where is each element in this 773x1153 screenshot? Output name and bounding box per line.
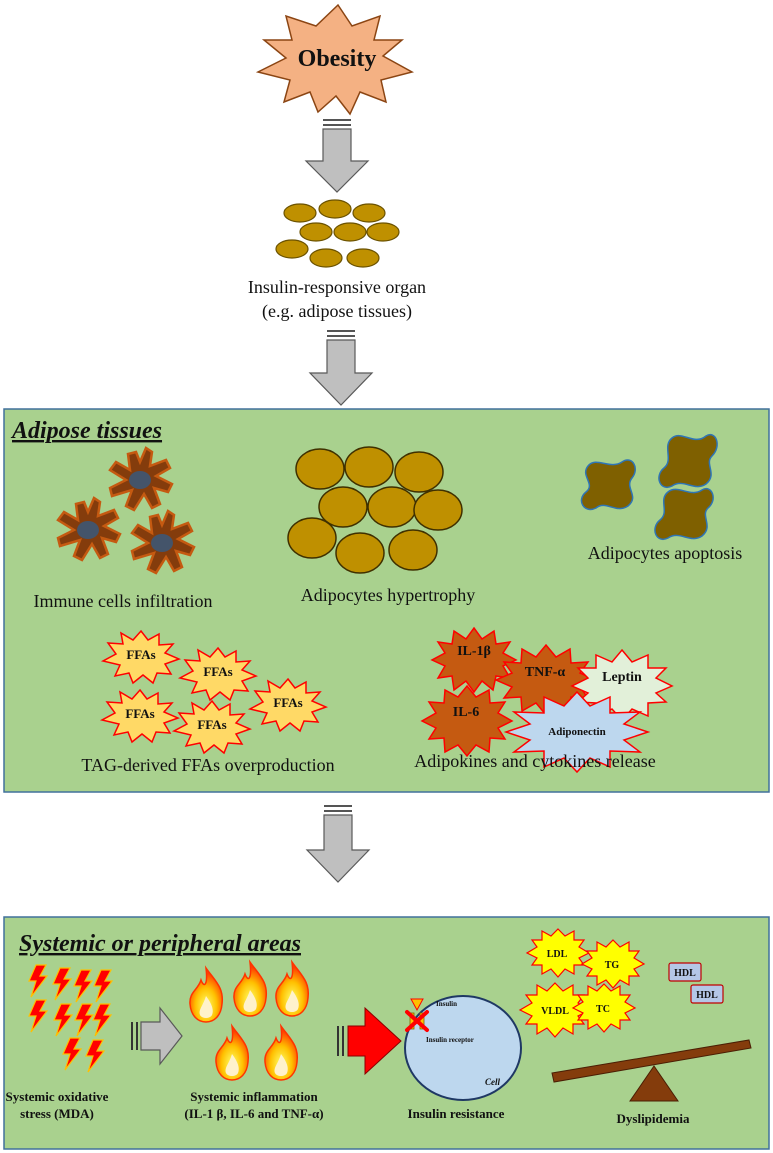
ffa-label-3: FFAs (125, 706, 154, 721)
ffa-caption: TAG-derived FFAs overproduction (81, 755, 334, 775)
il1b-label: IL-1β (457, 644, 491, 659)
hdl-label-2: HDL (696, 990, 718, 1001)
tg-label: TG (605, 960, 620, 971)
tnfa-label: TNF-α (525, 665, 566, 680)
inflammation-label-line2: (IL-1 β, IL-6 and TNF-α) (184, 1106, 323, 1121)
organ-label-line1: Insulin-responsive organ (248, 277, 426, 297)
obesity-label: Obesity (298, 46, 377, 72)
hdl-boxes: HDL HDL (668, 962, 724, 1004)
tc-label: TC (596, 1004, 610, 1015)
hypertrophic-adipocytes (287, 446, 463, 574)
cytokine-caption: Adipokines and cytokines release (414, 751, 655, 771)
obesity-burst (255, 3, 415, 116)
insulin-triangle-icon (410, 998, 424, 1012)
down-arrow-1 (304, 119, 370, 193)
down-arrow-2 (308, 330, 374, 406)
systemic-title: Systemic or peripheral areas (19, 931, 301, 957)
apoptosis-label: Adipocytes apoptosis (588, 543, 743, 563)
insulin-receptor-label: Insulin receptor (426, 1036, 474, 1044)
hdl-label-1: HDL (674, 968, 696, 979)
lipid-bursts: LDL TG VLDL TC (518, 928, 646, 1038)
apoptotic-adipocytes (580, 433, 718, 541)
down-arrow-3 (305, 805, 371, 883)
insulin-resistance-label: Insulin resistance (408, 1106, 505, 1121)
immune-label: Immune cells infiltration (34, 591, 213, 611)
seesaw-fulcrum (629, 1065, 679, 1102)
ffa-label-4: FFAs (197, 717, 226, 732)
oxidative-label-line2: stress (MDA) (20, 1106, 94, 1121)
ffa-bursts: FFAs FFAs FFAs FFAs FFAs (99, 629, 329, 755)
right-arrow-red (337, 1006, 402, 1076)
ffa-label-2: FFAs (203, 664, 232, 679)
dyslipidemia-label: Dyslipidemia (617, 1111, 690, 1126)
ffa-label-5: FFAs (273, 695, 302, 710)
seesaw-beam (551, 1039, 752, 1083)
blocked-x-icon (405, 1010, 429, 1032)
right-arrow-gray (131, 1006, 183, 1066)
oxidative-label-line1: Systemic oxidative (6, 1089, 109, 1104)
ffa-label-1: FFAs (126, 647, 155, 662)
hypertrophy-label: Adipocytes hypertrophy (301, 585, 475, 605)
insulin-receptor-icon (409, 1012, 425, 1030)
adipose-title: Adipose tissues (10, 418, 162, 444)
adipocyte-cluster-small (275, 199, 400, 268)
leptin-label: Leptin (602, 670, 642, 685)
il6-label: IL-6 (453, 705, 479, 720)
vldl-label: VLDL (541, 1006, 569, 1017)
inflammation-label-line1: Systemic inflammation (190, 1089, 318, 1104)
cell-label: Cell (485, 1077, 500, 1087)
ldl-label: LDL (547, 949, 568, 960)
cytokine-bursts: IL-1β TNF-α Leptin IL-6 Adiponectin (420, 626, 674, 774)
insulin-label: Insulin (436, 1000, 457, 1008)
cell-body (404, 995, 522, 1101)
adiponectin-label: Adiponectin (548, 726, 605, 738)
seesaw (551, 1039, 752, 1102)
organ-label-line2: (e.g. adipose tissues) (262, 301, 412, 322)
immune-cells (56, 446, 196, 575)
